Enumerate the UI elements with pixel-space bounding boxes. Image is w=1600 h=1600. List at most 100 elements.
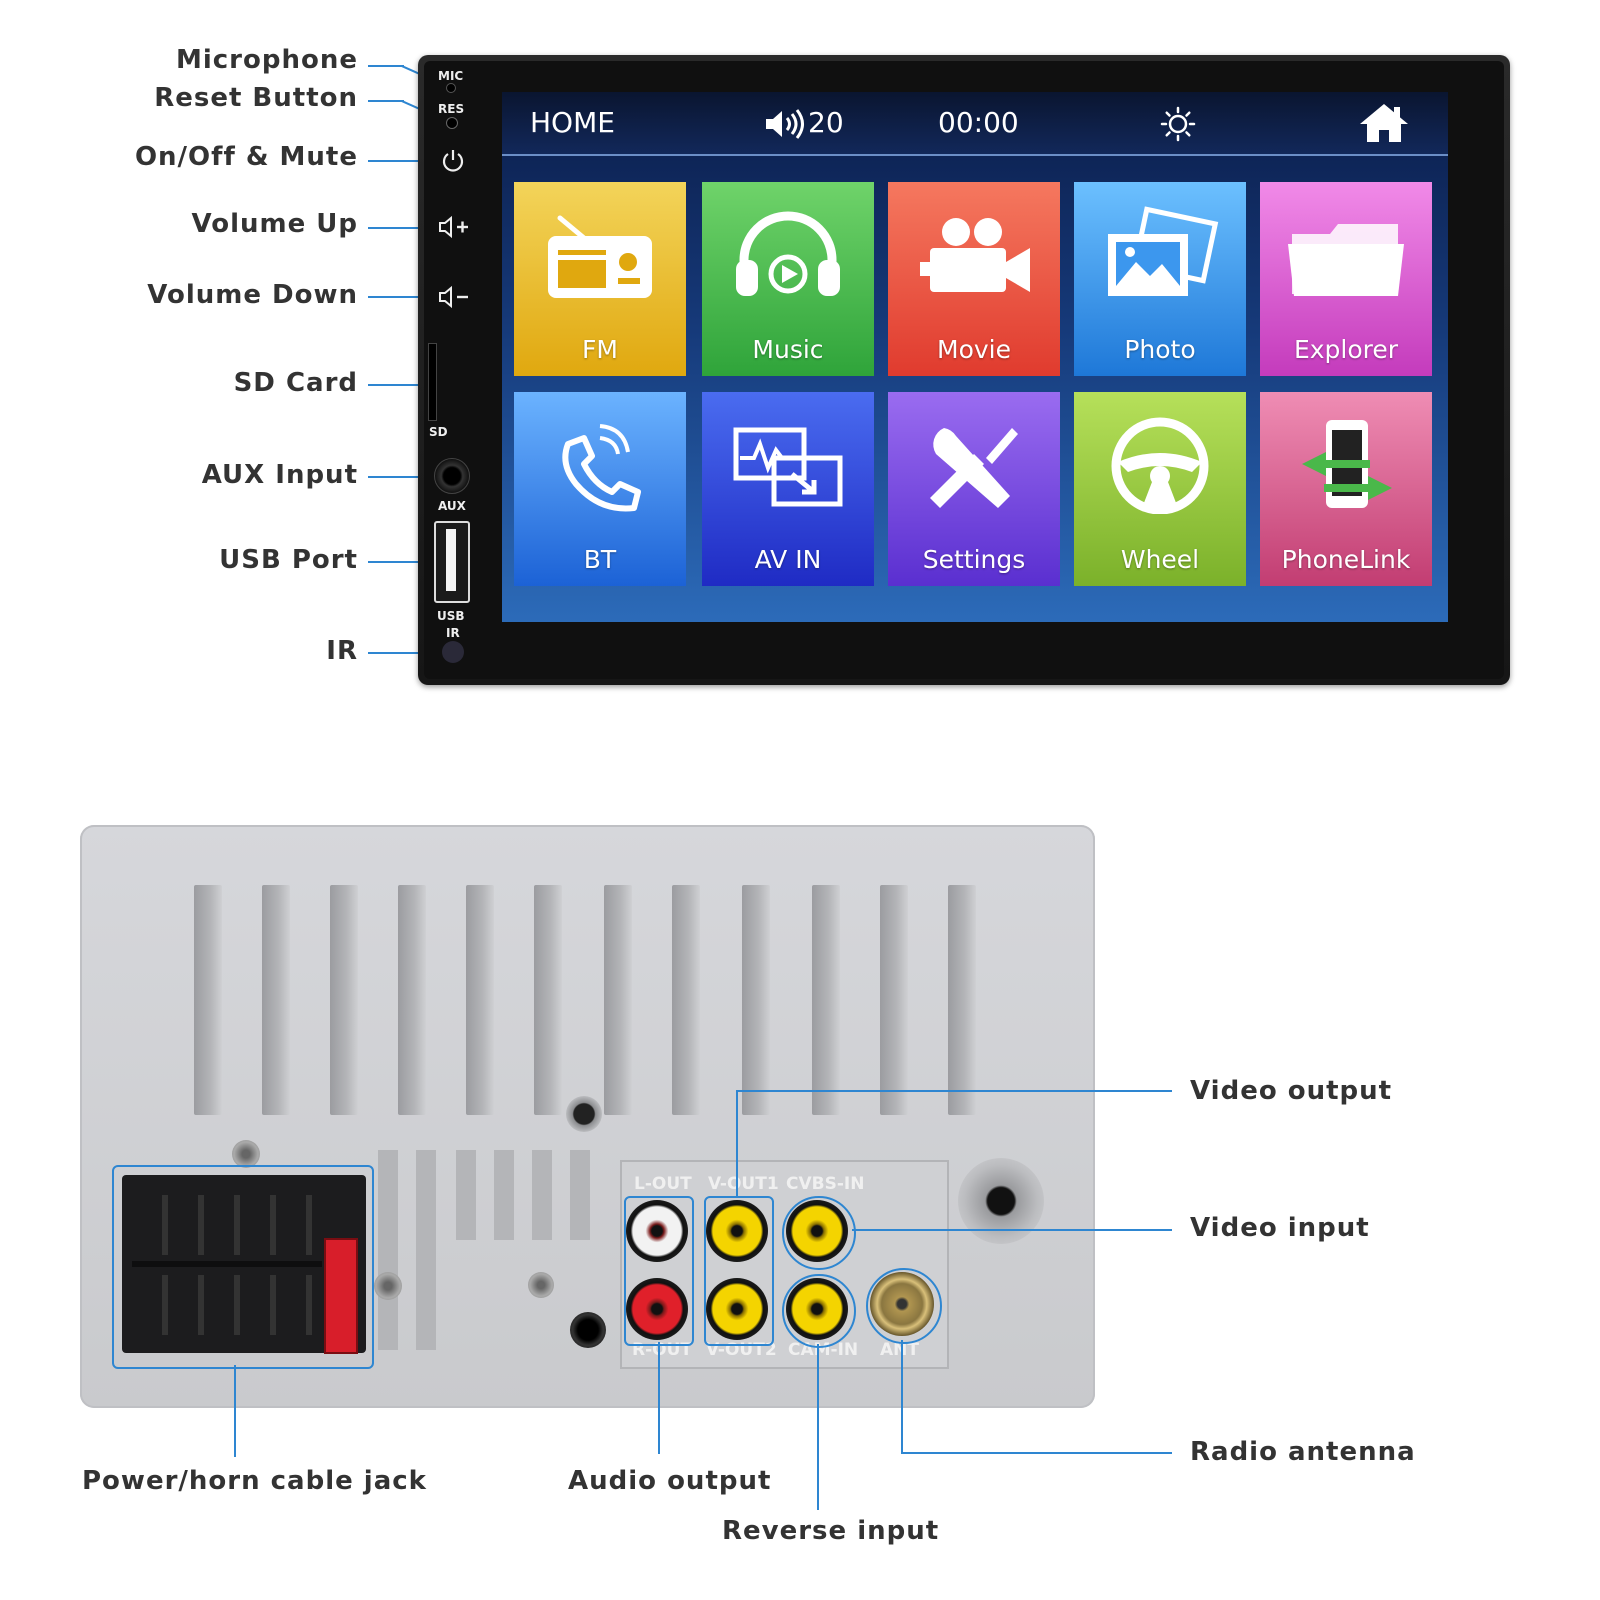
tile-movie[interactable]: Movie: [888, 182, 1060, 376]
port-label-cvbs-in: CVBS-IN: [786, 1174, 865, 1194]
power-icon[interactable]: [440, 147, 466, 173]
wire-control-jack[interactable]: [570, 1312, 606, 1348]
tile-label-settings: Settings: [922, 545, 1026, 574]
port-label-v-out1: V-OUT1: [708, 1174, 779, 1194]
microphone-hole: [446, 83, 456, 93]
tile-label-phonelink: PhoneLink: [1281, 545, 1411, 574]
tile-label-photo: Photo: [1124, 335, 1196, 364]
fuse: [324, 1238, 358, 1354]
video-input-leader: [852, 1229, 1172, 1231]
volume-down-leader: [368, 296, 438, 298]
reverse-input-leader: [817, 1344, 819, 1510]
tile-fm[interactable]: FM: [514, 182, 686, 376]
tile-av-in[interactable]: AV IN: [702, 392, 874, 586]
harness-pins-top: [162, 1195, 312, 1255]
tile-photo[interactable]: Photo: [1074, 182, 1246, 376]
power-leader: [368, 160, 438, 162]
reset-button[interactable]: [446, 117, 458, 129]
tile-phonelink[interactable]: PhoneLink: [1260, 392, 1432, 586]
tile-label-fm: FM: [582, 335, 618, 364]
lower-fin: [416, 1150, 436, 1350]
cooling-fin: [466, 885, 494, 1115]
tile-label-wheel: Wheel: [1120, 545, 1200, 574]
cooling-fin: [742, 885, 770, 1115]
reverse-input-highlight: [782, 1274, 856, 1348]
touch-screen[interactable]: HOME 20 00:00: [502, 92, 1448, 622]
sd-card-label: SD Card: [233, 368, 358, 398]
usb-port[interactable]: [434, 521, 470, 603]
cooling-fin: [262, 885, 290, 1115]
video-output-leader-v: [736, 1090, 738, 1196]
rca-v-out2[interactable]: [706, 1278, 768, 1340]
home-title: HOME: [530, 106, 615, 139]
lower-fin: [532, 1150, 552, 1240]
port-label-l-out: L-OUT: [634, 1174, 692, 1194]
folder-icon: [1288, 224, 1404, 296]
power-harness-label: Power/horn cable jack: [82, 1466, 427, 1496]
headphones-icon: [736, 211, 840, 296]
phone-icon: [562, 424, 641, 512]
rca-r-out[interactable]: [626, 1278, 688, 1340]
harness-pins-bottom: [162, 1275, 312, 1335]
brightness-icon[interactable]: [1160, 106, 1196, 142]
cooling-fin: [330, 885, 358, 1115]
rca-l-out[interactable]: [626, 1200, 688, 1262]
photo-icon: [1108, 206, 1219, 296]
volume-up-icon[interactable]: [438, 215, 472, 239]
harness-divider: [132, 1261, 322, 1267]
power-mute-label: On/Off & Mute: [134, 142, 358, 172]
usb-panel-label: USB: [437, 609, 465, 623]
volume-up-label: Volume Up: [191, 209, 358, 239]
home-icon[interactable]: [1358, 102, 1410, 144]
reset-leader: [368, 100, 404, 102]
radio-antenna-label: Radio antenna: [1190, 1437, 1416, 1467]
cooling-fin: [534, 885, 562, 1115]
cooling-fin: [194, 885, 222, 1115]
aux-input-label: AUX Input: [201, 460, 358, 490]
cooling-fin: [604, 885, 632, 1115]
mic-panel-label: MIC: [438, 69, 464, 83]
antenna-highlight: [866, 1268, 942, 1344]
lower-fin: [378, 1150, 398, 1350]
usb-tongue: [446, 529, 456, 591]
microphone-label: Microphone: [175, 45, 358, 75]
volume-up-leader: [368, 227, 438, 229]
ir-sensor: [442, 641, 464, 663]
lower-fin: [456, 1150, 476, 1240]
video-output-highlight: [704, 1196, 774, 1346]
sd-card-leader: [368, 384, 430, 386]
ir-panel-label: IR: [446, 626, 460, 640]
screw-icon: [528, 1272, 554, 1298]
video-output-label: Video output: [1190, 1076, 1393, 1106]
sd-card-slot[interactable]: [428, 343, 437, 421]
antenna-leader-h: [901, 1452, 1172, 1454]
lower-fin: [570, 1150, 590, 1240]
microphone-leader: [368, 65, 404, 67]
tile-label-music: Music: [752, 335, 824, 364]
cooling-fin: [672, 885, 700, 1115]
rca-v-out1[interactable]: [706, 1200, 768, 1262]
tile-settings[interactable]: Settings: [888, 392, 1060, 586]
aux-jack[interactable]: [434, 458, 470, 494]
antenna-leader-v: [901, 1340, 903, 1454]
tile-music[interactable]: Music: [702, 182, 874, 376]
tile-label-av-in: AV IN: [754, 545, 822, 574]
volume-level: 20: [808, 106, 844, 139]
tile-label-movie: Movie: [937, 335, 1011, 364]
power-harness-highlight: [112, 1165, 374, 1369]
power-harness-leader: [234, 1365, 236, 1457]
tile-wheel[interactable]: Wheel: [1074, 392, 1246, 586]
video-input-highlight: [782, 1196, 856, 1270]
tile-explorer[interactable]: Explorer: [1260, 182, 1432, 376]
tile-bt[interactable]: BT: [514, 392, 686, 586]
cooling-fin: [398, 885, 426, 1115]
sd-panel-label: SD: [429, 425, 448, 439]
cooling-fin: [812, 885, 840, 1115]
aux-leader: [368, 476, 434, 478]
audio-output-highlight: [624, 1196, 694, 1346]
usb-leader: [368, 561, 434, 563]
screw-icon: [374, 1272, 402, 1300]
cooling-fin: [948, 885, 976, 1115]
volume-down-icon[interactable]: [438, 285, 472, 309]
clock: 00:00: [938, 106, 1019, 139]
